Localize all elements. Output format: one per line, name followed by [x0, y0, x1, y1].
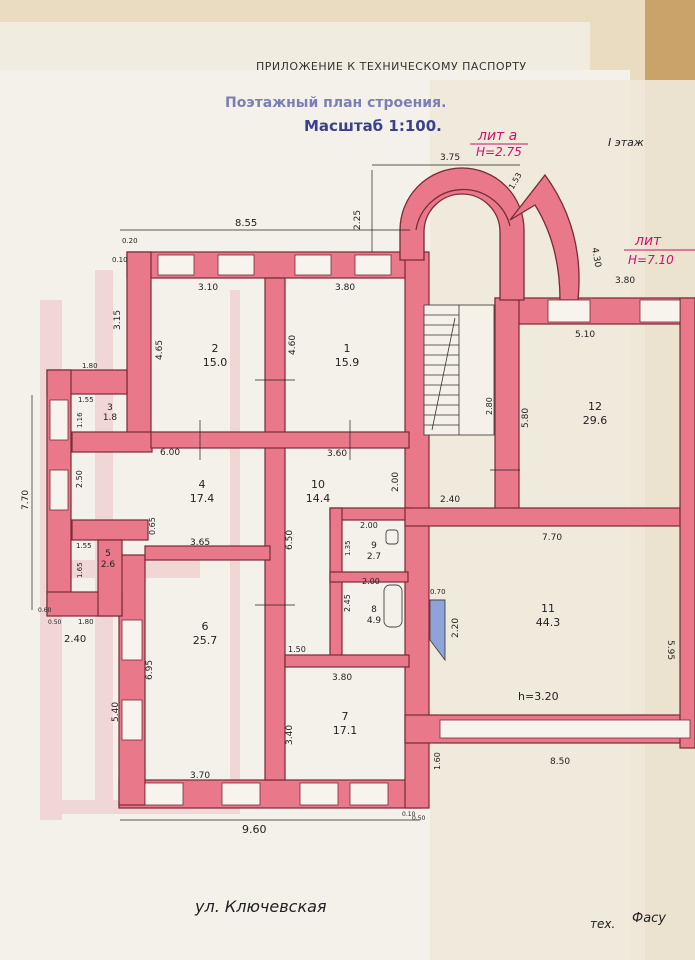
dim-arch-depth: 2.25 [353, 210, 363, 230]
room-2-number: 2 [212, 342, 219, 355]
appendix-heading: ПРИЛОЖЕНИЕ К ТЕХНИЧЕСКОМУ ПАСПОРТУ [256, 60, 527, 73]
dim-1-55a: 1.55 [78, 396, 94, 404]
room-3-area: 1.8 [103, 413, 118, 423]
dim-2-00c: 2.00 [362, 577, 380, 586]
dim-1-65: 1.65 [76, 562, 84, 578]
lit-right-label: лит [634, 233, 662, 249]
room-6-number: 6 [202, 620, 209, 633]
lit-a-label: лит а [477, 128, 517, 144]
street-label: ул. Ключевская [194, 897, 327, 916]
signature-label: Фасу [632, 911, 666, 926]
dim-1-80a: 1.80 [82, 362, 98, 370]
dim-5-40: 5.40 [111, 702, 121, 722]
dim-0-10: 0.10 [112, 256, 128, 264]
dim-3-70: 3.70 [190, 771, 210, 781]
floor-label: I этаж [608, 136, 644, 149]
room-10-area: 14.4 [306, 492, 331, 505]
tech-label: тех. [590, 917, 615, 931]
room-5-number: 5 [105, 549, 111, 559]
lit-a-height: H=2.75 [476, 145, 522, 159]
dim-1-35: 1.35 [344, 540, 352, 556]
dim-6-95: 6.95 [145, 660, 155, 680]
room-7-number: 7 [342, 710, 349, 723]
dim-3-65: 3.65 [190, 538, 210, 548]
dim-8-50: 8.50 [550, 757, 570, 767]
room-1-area: 15.9 [335, 356, 360, 369]
dim-3-80-top: 3.80 [335, 283, 355, 293]
dim-1-80b: 1.80 [78, 618, 94, 626]
room-6-area: 25.7 [193, 634, 218, 647]
dim-3-40: 3.40 [285, 725, 295, 745]
dimension-lines [31, 164, 520, 821]
dim-h-3-20: h=3.20 [518, 690, 559, 703]
dim-2-00: 2.00 [391, 472, 401, 492]
dim-top-width: 8.55 [235, 218, 257, 229]
dim-2-45: 2.45 [343, 594, 352, 612]
fixtures [383, 529, 446, 662]
room-3-number: 3 [107, 403, 113, 413]
room-4-number: 4 [199, 478, 206, 491]
dim-0-50: 0.50 [48, 619, 62, 626]
dim-0-20: 0.20 [122, 237, 138, 245]
dim-5-95: 5.95 [665, 640, 675, 660]
room-9-number: 9 [371, 541, 377, 551]
dim-2-40b: 2.40 [64, 634, 86, 645]
dim-2-40: 2.40 [440, 495, 460, 505]
dim-6-00: 6.00 [160, 448, 180, 458]
dim-1-16: 1.16 [76, 412, 84, 428]
windows [49, 254, 691, 806]
room-11-number: 11 [541, 602, 555, 615]
room-11-area: 44.3 [536, 616, 561, 629]
room-labels: 1 15.9 2 15.0 3 1.8 4 17.4 5 2.6 6 25.7 … [101, 342, 607, 737]
dim-0-65: 0.65 [148, 517, 157, 535]
dim-1-53: 1.53 [507, 171, 524, 191]
dim-3-15: 3.15 [113, 310, 123, 330]
dim-0-10b: 0.10 [402, 811, 416, 818]
dim-0-50b: 0.50 [412, 815, 426, 822]
dim-2-80: 2.80 [485, 397, 494, 415]
dim-2-00b: 2.00 [360, 521, 378, 530]
dim-bottom-width: 9.60 [242, 823, 267, 836]
room-1-number: 1 [344, 342, 351, 355]
plan-title: Поэтажный план строения. [225, 95, 447, 111]
scale-stamp: Масштаб 1:100. [304, 117, 442, 135]
annotations: лит а H=2.75 I этаж лит H=7.10 ул. Ключе… [194, 128, 695, 931]
dimension-labels: 8.55 9.60 3.75 2.25 0.20 0.10 3.10 3.80 … [21, 153, 675, 836]
room-12-area: 29.6 [583, 414, 608, 427]
room-4-area: 17.4 [190, 492, 215, 505]
dim-4-30: 4.30 [589, 247, 602, 269]
dim-4-60: 4.60 [288, 335, 298, 355]
dim-2-50: 2.50 [75, 470, 84, 488]
dim-0-60: 0.60 [38, 607, 52, 614]
dim-3-60: 3.60 [327, 449, 347, 459]
dim-7-70: 7.70 [21, 490, 31, 510]
dim-3-80b: 3.80 [332, 673, 352, 683]
dim-0-70: 0.70 [430, 588, 446, 596]
dim-1-60: 1.60 [433, 752, 442, 770]
room-8-number: 8 [371, 605, 377, 615]
room-7-area: 17.1 [333, 724, 358, 737]
staircase [423, 304, 495, 436]
dim-4-65: 4.65 [155, 340, 165, 360]
room-9-area: 2.7 [367, 552, 381, 562]
dim-6-50: 6.50 [285, 530, 295, 550]
dim-1-55b: 1.55 [76, 542, 92, 550]
room-2-area: 15.0 [203, 356, 228, 369]
dim-1-50: 1.50 [288, 645, 306, 654]
dim-5-80: 5.80 [521, 408, 531, 428]
room-5-area: 2.6 [101, 560, 116, 570]
dim-5-10: 5.10 [575, 330, 595, 340]
room-8-area: 4.9 [367, 616, 382, 626]
dim-3-80c: 3.80 [615, 276, 635, 286]
dim-2-20: 2.20 [451, 618, 461, 638]
dim-arch-width: 3.75 [440, 153, 460, 163]
room-12-number: 12 [588, 400, 602, 413]
lit-right-height: H=7.10 [628, 253, 674, 267]
dim-7-70b: 7.70 [542, 533, 562, 543]
dim-3-10: 3.10 [198, 283, 218, 293]
room-10-number: 10 [311, 478, 325, 491]
